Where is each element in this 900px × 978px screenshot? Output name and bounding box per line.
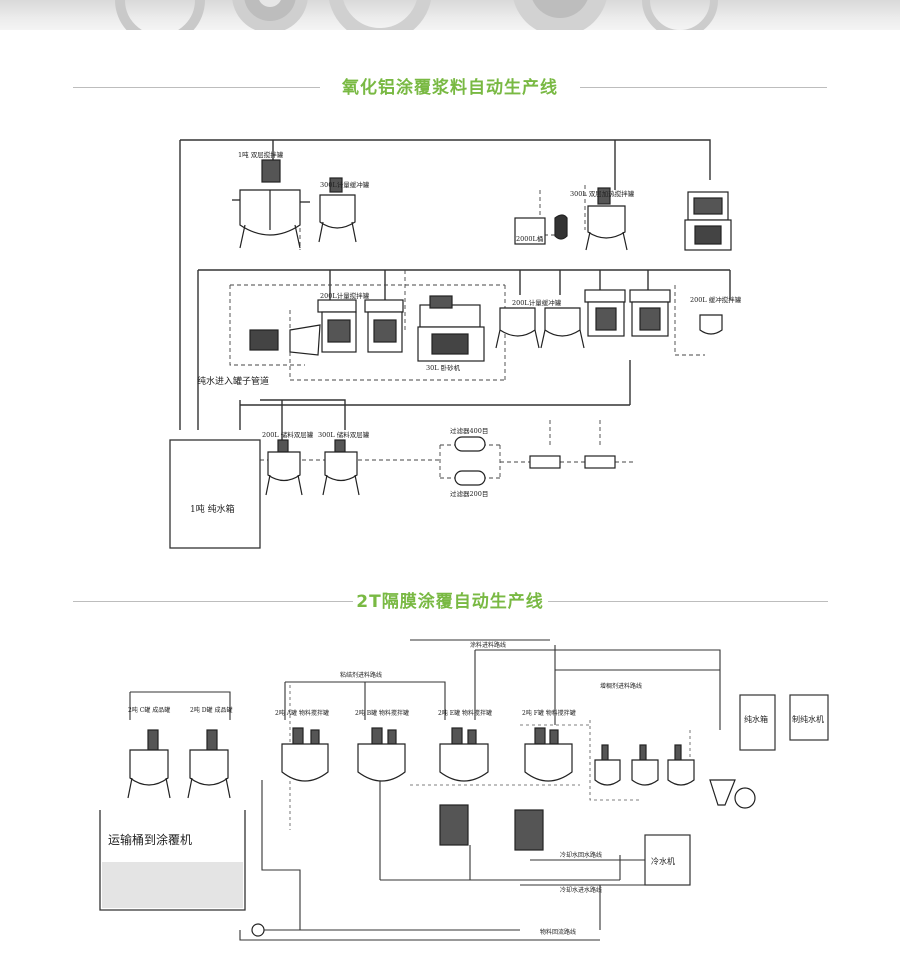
- top-row-tanks: [232, 159, 732, 251]
- label-filter-bottom: 过滤器200目: [450, 489, 488, 498]
- bottom-row-tanks: [265, 436, 616, 496]
- header-banner: [0, 0, 900, 30]
- label-tank-bottom-right: 300L 储料双层罐: [318, 430, 370, 439]
- label-tank-bottom-left: 200L 储料双层罐: [262, 430, 314, 439]
- title-rule-left-2: [73, 601, 353, 602]
- title-rule-left: [73, 87, 320, 88]
- label-tank-c: 2吨 C罐 成品罐: [128, 706, 170, 714]
- label-tank-200l-a: 200L计量搅拌罐: [320, 291, 370, 300]
- water-machine-shape: [789, 694, 829, 741]
- section2-heading: 2T隔膜涂覆自动生产线: [0, 590, 900, 614]
- label-tank-e: 2吨 E罐 物料搅拌罐: [438, 709, 492, 717]
- label-line-feed: 涂料进料路线: [470, 641, 506, 649]
- label-tank-200l-c: 200L 缓冲搅拌罐: [690, 295, 742, 304]
- label-line-binder: 增稠剂进料路线: [600, 682, 642, 690]
- label-transport: 运输桶到涂覆机: [108, 832, 192, 847]
- label-tank-d: 2吨 D罐 成品罐: [190, 706, 232, 714]
- title-rule-right: [580, 87, 827, 88]
- label-tank-300l: 300L计量缓冲罐: [320, 180, 370, 189]
- label-tank-200l-b: 200L计量缓冲罐: [512, 298, 562, 307]
- label-line-cold-return: 冷却水回水路线: [560, 851, 602, 859]
- alumina-pipeline-svg: 1吨 双层搅拌罐 300L计量缓冲罐 2000L桶 300L 双层加热搅拌罐 2…: [169, 139, 742, 549]
- section1-title: 氧化铝涂覆浆料自动生产线: [342, 78, 558, 98]
- label-line-glue: 粘结剂进料路线: [340, 671, 382, 679]
- chiller-shape: [644, 834, 691, 886]
- transport-bin: [99, 810, 246, 911]
- label-line-cold-in: 冷却水进水路线: [560, 886, 602, 894]
- label-line-material-return: 物料回流路线: [540, 928, 576, 936]
- label-tank-f: 2吨 F罐 物料搅拌罐: [522, 709, 576, 717]
- label-filter-top: 过滤器400目: [450, 426, 488, 435]
- label-pure-water-tank: 纯水箱: [744, 714, 768, 724]
- gear-banner-graphic: [115, 0, 718, 30]
- water-tank-shape: [169, 439, 261, 549]
- section1-heading: 氧化铝涂覆浆料自动生产线: [0, 76, 900, 100]
- label-water-pipe: 纯水进入罐子管道: [197, 375, 269, 387]
- label-mixer-1t: 1吨 双层搅拌罐: [238, 150, 284, 159]
- label-water-tank: 1吨 纯水箱: [190, 503, 235, 515]
- label-tank-2000l: 2000L桶: [516, 234, 543, 243]
- label-water-machine: 制纯水机: [792, 714, 824, 724]
- label-tank-300l-double: 300L 双层加热搅拌罐: [570, 189, 635, 198]
- label-tank-a: 2吨 A罐 物料搅拌罐: [275, 709, 329, 717]
- alumina-process-diagram: 1吨 双层搅拌罐 300L计量缓冲罐 2000L桶 300L 双层加热搅拌罐 2…: [0, 130, 900, 560]
- label-chiller: 冷水机: [651, 856, 675, 866]
- label-sand-mill: 30L 卧砂机: [426, 363, 461, 372]
- bin-fill: [102, 862, 243, 908]
- pure-water-tank-shape: [739, 694, 776, 751]
- middle-row-tanks: [249, 289, 723, 362]
- title-rule-right-2: [548, 601, 828, 602]
- section2-title: 2T隔膜涂覆自动生产线: [356, 592, 544, 612]
- label-tank-b: 2吨 B罐 物料搅拌罐: [355, 709, 409, 717]
- separator-tanks: [127, 727, 756, 937]
- separator-pipeline-svg: 2吨 C罐 成品罐 2吨 D罐 成品罐 2吨 A罐 物料搅拌罐 2吨 B罐 物料…: [99, 639, 829, 941]
- separator-process-diagram: 2吨 C罐 成品罐 2吨 D罐 成品罐 2吨 A罐 物料搅拌罐 2吨 B罐 物料…: [0, 630, 900, 975]
